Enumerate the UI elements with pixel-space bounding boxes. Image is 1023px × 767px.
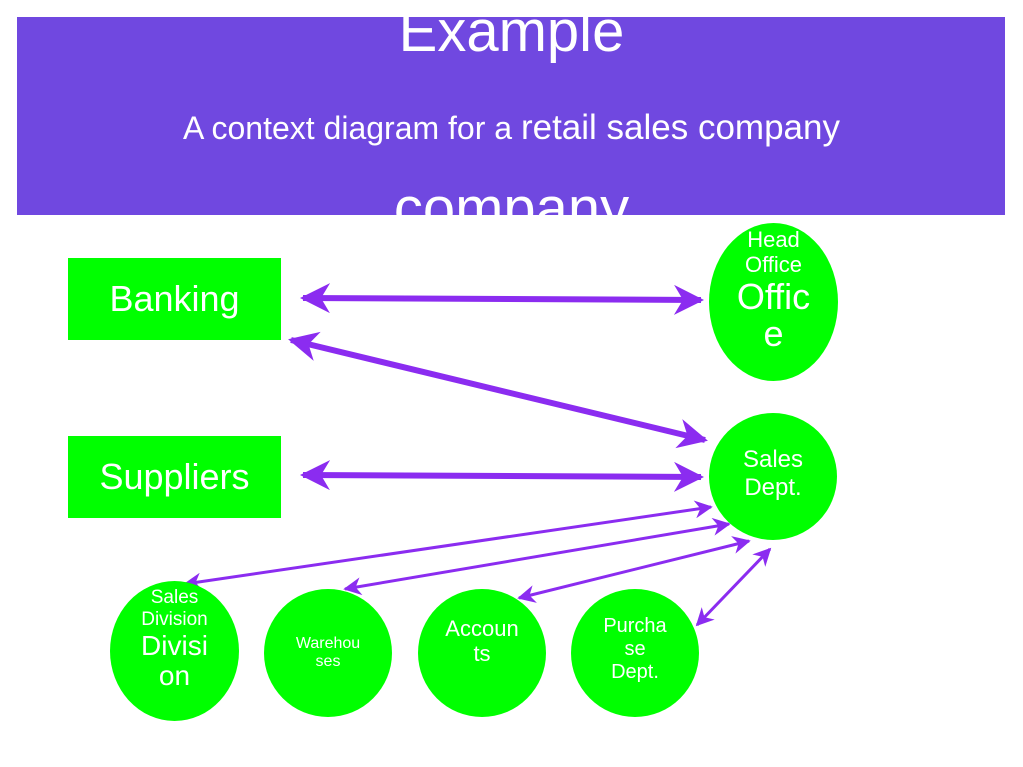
sales-dept-line2: Dept. <box>744 473 802 501</box>
head-office-line2: Office <box>744 252 803 278</box>
entity-banking-label: Banking <box>109 278 240 319</box>
slide-title: Example <box>398 0 625 64</box>
subtitle-suffix: retail sales company <box>520 108 840 147</box>
entity-banking: Banking <box>68 258 281 340</box>
arrow-banking-sales-dept <box>288 331 708 449</box>
process-sales-division: Sales Division Divisi on <box>110 581 239 721</box>
purchase-dept-line1: Purcha <box>603 614 667 637</box>
accounts-line1: Accoun <box>445 615 519 641</box>
entity-suppliers-label: Suppliers <box>99 456 250 497</box>
sales-division-line3: Divisi <box>141 629 208 661</box>
arrow-sales-dept-purchase-dept <box>695 547 772 627</box>
accounts-line2: ts <box>473 641 491 666</box>
warehouses-line1: Warehou <box>295 634 361 652</box>
sales-division-line2: Division <box>141 608 208 630</box>
purchase-dept-line2: se <box>624 637 646 660</box>
arrow-banking-head-office <box>300 283 704 315</box>
subtitle-prefix: A context diagram for a <box>183 110 521 146</box>
slide-subtitle: A context diagram for a retail sales com… <box>0 110 1023 145</box>
sales-division-line1: Sales <box>150 587 199 608</box>
process-warehouses: Warehou ses <box>264 589 392 717</box>
purchase-dept-line3: Dept. <box>611 660 659 683</box>
process-sales-dept: Sales Dept. <box>709 413 837 540</box>
warehouses-line2: ses <box>315 653 341 670</box>
process-accounts: Accoun ts <box>418 589 546 717</box>
sales-division-line4: on <box>158 660 191 692</box>
process-head-office: Head Office Offic e <box>709 223 838 381</box>
head-office-line3: Offic <box>736 275 811 317</box>
sales-dept-line1: Sales <box>742 445 804 473</box>
head-office-line4: e <box>763 313 784 355</box>
arrow-suppliers-sales-dept <box>300 460 704 492</box>
entity-suppliers: Suppliers <box>68 436 281 518</box>
process-purchase-dept: Purcha se Dept. <box>571 589 699 717</box>
title-banner <box>17 17 1005 215</box>
head-office-line1: Head <box>747 227 800 252</box>
slide-title-overflow: company <box>393 176 630 241</box>
